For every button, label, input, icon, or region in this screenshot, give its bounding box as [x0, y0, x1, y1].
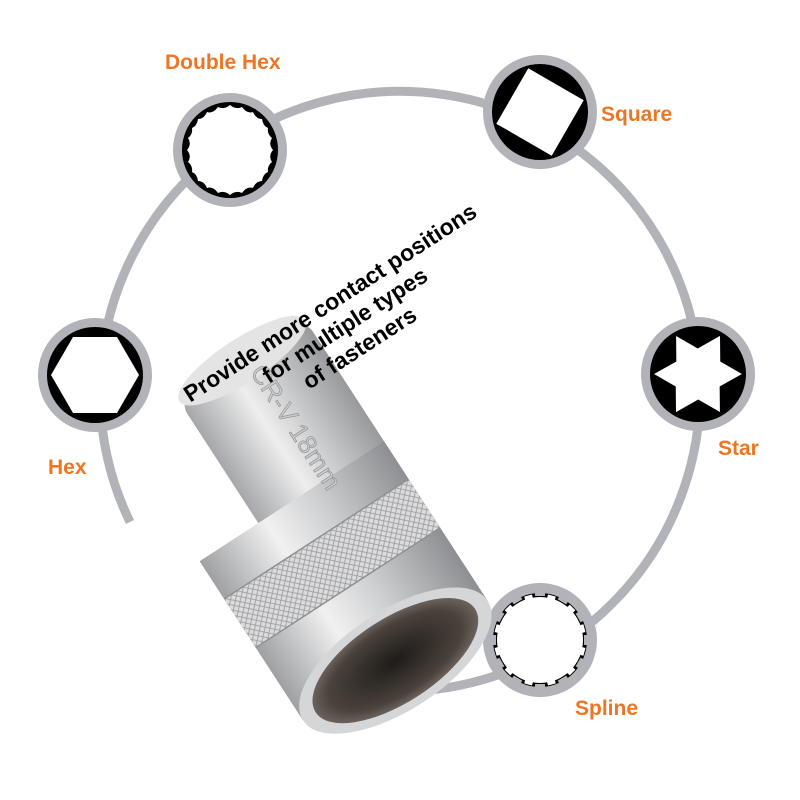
hex-icon — [38, 318, 152, 432]
square-icon — [483, 55, 597, 169]
label-square: Square — [601, 103, 673, 126]
socket-illustration: CR-V 18mm — [178, 315, 492, 734]
label-double-hex: Double Hex — [165, 51, 281, 74]
label-spline: Spline — [575, 697, 639, 720]
double-hex-icon — [173, 93, 287, 207]
label-star: Star — [718, 437, 759, 460]
label-hex: Hex — [48, 456, 87, 479]
spline-icon — [483, 583, 597, 697]
star-icon — [641, 317, 755, 431]
